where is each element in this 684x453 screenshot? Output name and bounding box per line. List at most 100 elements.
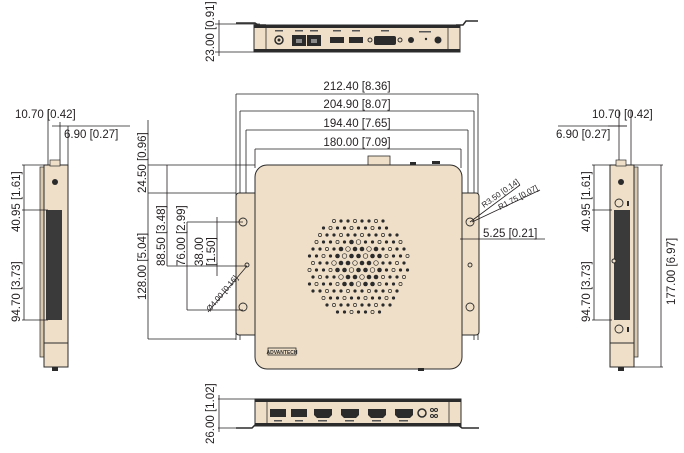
vent-hole xyxy=(328,254,333,258)
usb3-port-icon xyxy=(270,409,286,417)
vent-hole xyxy=(318,261,322,265)
vent-hole xyxy=(370,226,375,230)
dim-24-50: 24.50 [0.96] xyxy=(137,132,149,193)
power-button-icon xyxy=(417,408,427,418)
vent-hole xyxy=(346,289,350,293)
vent-hole xyxy=(373,260,379,266)
vent-hole xyxy=(369,267,376,273)
left-vent-icon xyxy=(46,210,62,320)
vent-hole xyxy=(381,219,385,223)
vent-hole xyxy=(318,289,322,293)
hdmi1-port-icon xyxy=(314,409,332,418)
vent-hole xyxy=(384,296,389,300)
vent-hole xyxy=(395,247,399,251)
brand-label-box xyxy=(267,347,297,356)
vent-hole xyxy=(374,233,378,237)
vent-hole xyxy=(377,296,382,300)
vent-hole xyxy=(332,219,336,223)
vent-hole xyxy=(363,310,368,314)
vent-hole xyxy=(374,219,378,223)
vent-hole xyxy=(335,267,340,273)
vent-hole xyxy=(331,260,337,266)
vent-hole xyxy=(359,246,365,252)
vent-hole xyxy=(388,275,392,279)
vent-hole xyxy=(384,226,389,230)
vent-hole xyxy=(338,274,344,280)
vent-hole xyxy=(346,233,350,237)
vent-hole xyxy=(314,282,319,286)
vent-hole xyxy=(332,303,336,307)
vent-hole xyxy=(367,233,371,237)
vent-hole xyxy=(377,282,382,286)
hdmi3-port-icon xyxy=(368,409,386,418)
dim-88-50: 88.50 [3.48] xyxy=(156,205,168,266)
vent-hole xyxy=(395,289,399,293)
vent-hole xyxy=(405,254,410,258)
vent-hole xyxy=(325,289,329,293)
vent-hole xyxy=(356,226,361,230)
vent-hole xyxy=(360,219,364,223)
vent-hole xyxy=(363,281,368,287)
vent-hole xyxy=(384,282,389,286)
vent-hole xyxy=(342,281,347,287)
vent-hole xyxy=(381,233,385,237)
width-dim-180: 180.00 [7.09] xyxy=(323,137,390,149)
left-side-view: 10.70 [0.42] 6.90 [0.27] 40.95 [1.61] 94… xyxy=(11,109,130,371)
vent-hole xyxy=(356,296,361,300)
right-dim-6-90: 6.90 [0.27] xyxy=(556,129,610,141)
vent-hole xyxy=(355,281,362,287)
vent-hole xyxy=(366,274,372,280)
vent-hole xyxy=(342,226,347,230)
vent-hole xyxy=(377,310,382,314)
vent-hole xyxy=(391,282,396,286)
left-dim-10-70: 10.70 [0.42] xyxy=(15,109,76,121)
vent-hole xyxy=(352,246,358,252)
vent-hole xyxy=(367,289,371,293)
vent-hole xyxy=(335,296,340,300)
vent-hole xyxy=(373,274,379,280)
vent-hole xyxy=(318,275,322,279)
power-button-icon xyxy=(434,36,442,44)
audio-jack-icon xyxy=(408,37,414,43)
vent-hole xyxy=(321,226,326,230)
vent-hole xyxy=(356,267,361,273)
bottom-height-dim: 26.00 [1.02] xyxy=(205,383,217,444)
vent-hole xyxy=(311,261,315,265)
vent-hole xyxy=(384,254,389,258)
vent-hole xyxy=(391,268,396,272)
vent-hole xyxy=(377,226,382,230)
vent-hole xyxy=(356,253,361,259)
vent-hole xyxy=(388,261,392,265)
vent-hole xyxy=(321,296,326,300)
hole-diameter-dim: Ø4.00 [0.16] xyxy=(205,274,240,314)
vent-hole xyxy=(342,240,347,244)
vent-hole xyxy=(314,240,319,244)
vent-hole xyxy=(381,289,385,293)
vent-hole xyxy=(335,282,340,286)
vent-hole xyxy=(398,240,403,244)
vent-hole xyxy=(381,247,385,251)
vent-hole xyxy=(345,246,351,252)
usb-port-icon xyxy=(349,37,363,43)
vent-grille xyxy=(307,219,410,314)
vent-hole xyxy=(338,246,344,252)
vent-hole xyxy=(405,268,410,272)
vent-hole xyxy=(342,296,347,300)
vent-hole xyxy=(359,260,365,266)
vent-hole xyxy=(402,247,406,251)
right-dim-40-95: 40.95 [1.61] xyxy=(581,171,593,232)
vent-hole xyxy=(366,246,372,252)
vent-hole xyxy=(321,254,326,258)
vent-hole xyxy=(332,289,336,293)
vent-hole xyxy=(307,268,312,272)
dim-38: 38.00 xyxy=(194,237,206,266)
vent-hole xyxy=(311,289,315,293)
vent-hole xyxy=(353,289,357,293)
hdmi4-port-icon xyxy=(395,409,413,418)
dim-76: 76.00 [2.99] xyxy=(176,205,188,266)
vent-hole xyxy=(381,303,385,307)
vent-hole xyxy=(391,240,396,244)
vent-hole xyxy=(318,233,322,237)
dim-128: 128.00 [5.04] xyxy=(137,233,149,300)
vent-hole xyxy=(335,253,340,259)
